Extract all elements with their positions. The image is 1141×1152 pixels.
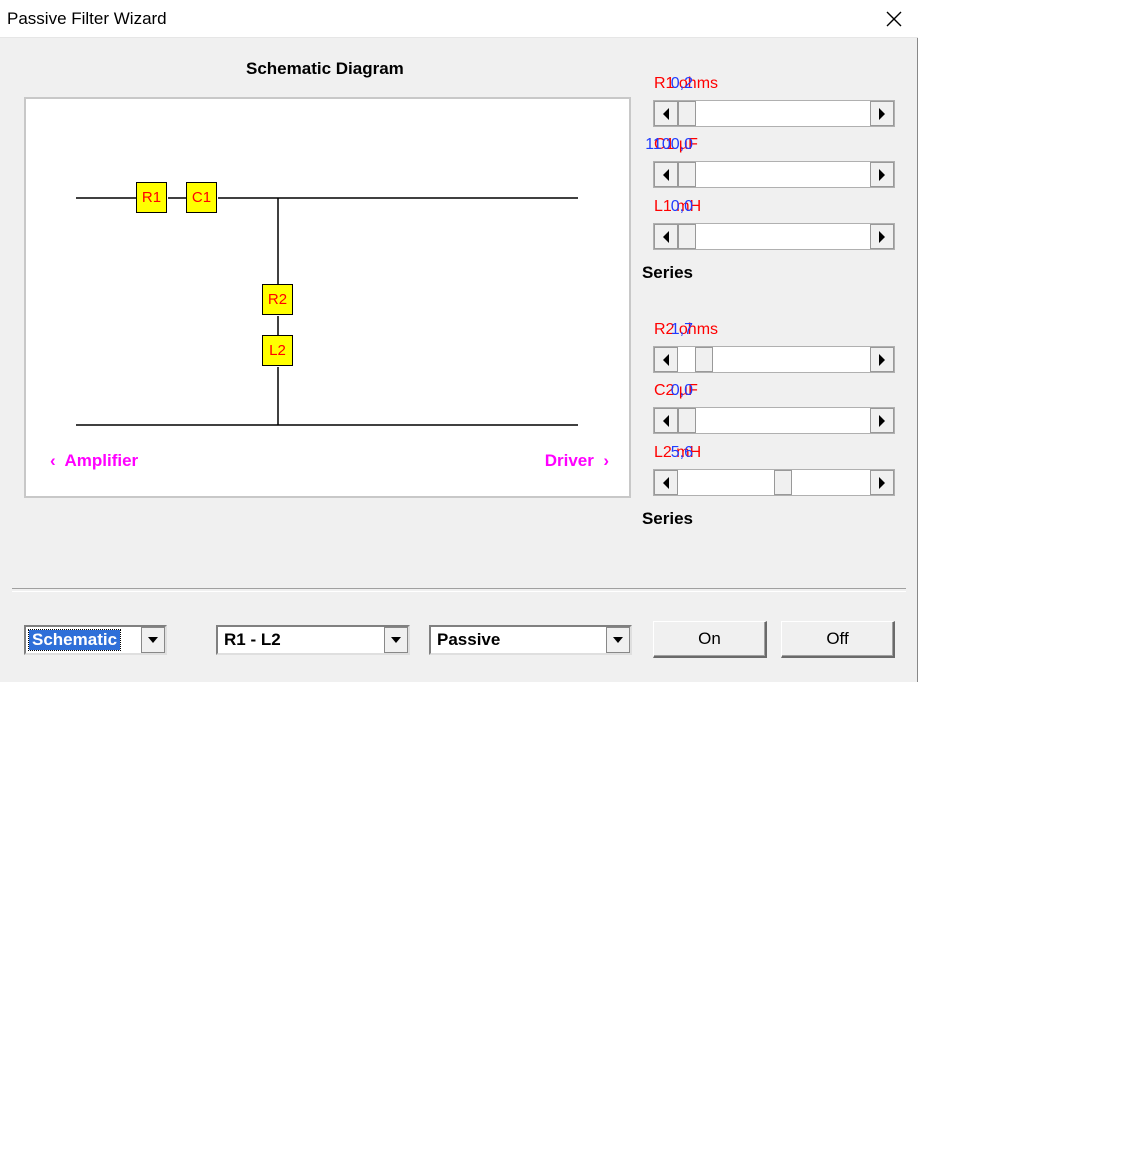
passive-filter-wizard-window: Passive Filter Wizard Schematic Diagram … <box>0 0 918 682</box>
window-title: Passive Filter Wizard <box>7 9 167 28</box>
scroll-left-icon[interactable] <box>654 101 678 126</box>
l1-slider[interactable] <box>653 223 895 250</box>
driver-link-label: Driver <box>544 451 594 470</box>
scroll-left-icon[interactable] <box>654 162 678 187</box>
slider-thumb[interactable] <box>678 224 696 249</box>
param-c2-value: 0,0 <box>670 382 693 399</box>
r2-slider[interactable] <box>653 346 895 373</box>
component-l2[interactable]: L2 <box>262 335 293 366</box>
group2-mode-label: Series <box>641 509 693 528</box>
slider-thumb[interactable] <box>678 408 696 433</box>
chevron-right-icon: › <box>603 451 609 470</box>
group1-mode-label: Series <box>641 263 693 282</box>
param-r2-label: R2 ohms <box>654 321 719 338</box>
schematic-diagram: R1 C1 R2 L2 ‹ Amplifier Driver › <box>24 97 631 498</box>
scroll-left-icon[interactable] <box>654 224 678 249</box>
slider-thumb[interactable] <box>774 470 792 495</box>
view-select[interactable]: Schematic <box>24 625 167 655</box>
topology-select[interactable]: R1 - L2 <box>216 625 410 655</box>
scroll-left-icon[interactable] <box>654 347 678 372</box>
dropdown-arrow-icon[interactable] <box>384 627 408 653</box>
component-c1[interactable]: C1 <box>186 182 217 213</box>
param-c1-value: 1100,0 <box>645 136 693 153</box>
dropdown-arrow-icon[interactable] <box>141 627 165 653</box>
param-l2-label: L2 mH <box>654 444 702 461</box>
dropdown-arrow-icon[interactable] <box>606 627 630 653</box>
type-select-value: Passive <box>437 630 501 649</box>
diagram-heading: Schematic Diagram <box>246 59 404 78</box>
c2-slider[interactable] <box>653 407 895 434</box>
chevron-left-icon: ‹ <box>50 451 56 470</box>
on-button[interactable]: On <box>653 621 767 658</box>
driver-link[interactable]: Driver › <box>545 451 609 471</box>
scroll-left-icon[interactable] <box>654 470 678 495</box>
type-select[interactable]: Passive <box>429 625 632 655</box>
amplifier-link[interactable]: ‹ Amplifier <box>50 451 138 471</box>
scroll-right-icon[interactable] <box>870 347 894 372</box>
param-l1-value: 0,0 <box>670 198 693 215</box>
close-icon[interactable] <box>884 9 904 29</box>
scroll-left-icon[interactable] <box>654 408 678 433</box>
param-l1-label: L1 mH <box>654 198 702 215</box>
param-l2-value: 5,6 <box>670 444 693 461</box>
slider-thumb[interactable] <box>678 162 696 187</box>
amplifier-link-label: Amplifier <box>64 451 139 470</box>
slider-thumb[interactable] <box>678 101 696 126</box>
r1-slider[interactable] <box>653 100 895 127</box>
param-c2-label: C2 µF <box>654 382 698 399</box>
schematic-wires <box>76 197 578 426</box>
scroll-right-icon[interactable] <box>870 470 894 495</box>
param-r2-value: 1,7 <box>670 321 693 338</box>
component-r2[interactable]: R2 <box>262 284 293 315</box>
c1-slider[interactable] <box>653 161 895 188</box>
scroll-right-icon[interactable] <box>870 162 894 187</box>
scroll-right-icon[interactable] <box>870 224 894 249</box>
scroll-right-icon[interactable] <box>870 101 894 126</box>
param-r1-label: R1 ohms <box>654 75 719 92</box>
param-c1-label: C1 µF <box>654 136 698 153</box>
l2-slider[interactable] <box>653 469 895 496</box>
off-button[interactable]: Off <box>781 621 895 658</box>
view-select-value: Schematic <box>27 629 122 651</box>
component-r1[interactable]: R1 <box>136 182 167 213</box>
topology-select-value: R1 - L2 <box>224 630 281 649</box>
title-bar: Passive Filter Wizard <box>0 0 918 38</box>
slider-thumb[interactable] <box>695 347 713 372</box>
scroll-right-icon[interactable] <box>870 408 894 433</box>
param-r1-value: 0,2 <box>670 75 693 92</box>
divider <box>12 588 906 592</box>
